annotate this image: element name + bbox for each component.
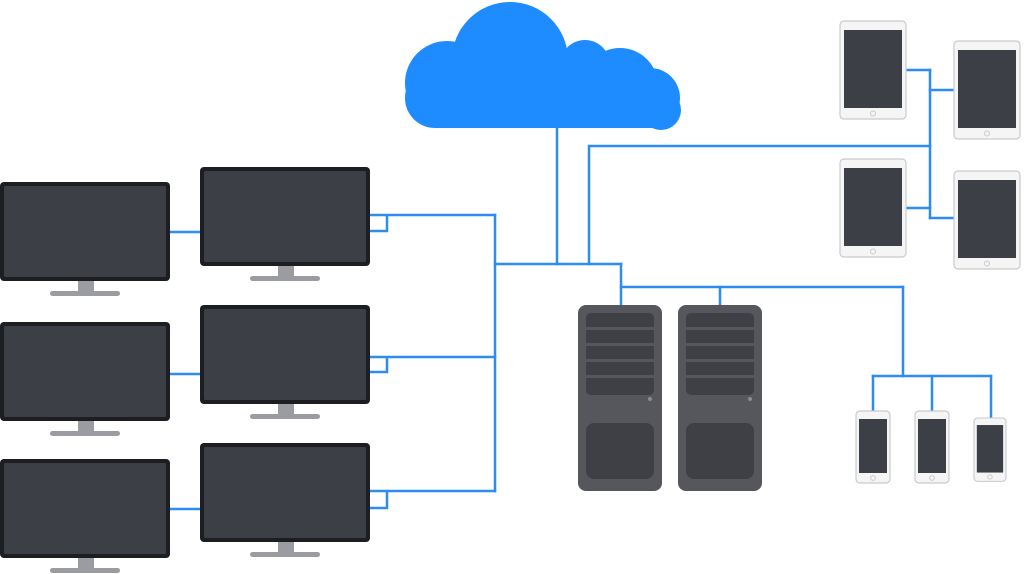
phone-icon <box>855 410 891 484</box>
tablet-icon <box>953 40 1021 140</box>
link-monitor-pair-1 <box>367 213 497 233</box>
monitor-icon <box>0 459 170 573</box>
link-monitor-pair-2 <box>367 355 497 374</box>
connection-lines <box>168 68 993 511</box>
tablet-icon <box>839 20 907 120</box>
tablet-icon <box>953 170 1021 270</box>
monitor-icon <box>0 322 170 436</box>
tablet-icon <box>839 158 907 258</box>
phone-group <box>855 410 1007 484</box>
monitor-icon <box>200 443 370 557</box>
monitor-group <box>0 167 370 573</box>
link-tablet-branch <box>587 144 932 266</box>
phone-icon <box>914 410 950 484</box>
cloud-icon <box>405 2 681 130</box>
phone-icon <box>973 417 1007 482</box>
server-tower-icon <box>678 305 762 491</box>
server-tower-icon <box>578 305 662 491</box>
link-server-bus <box>619 262 905 289</box>
monitor-icon <box>0 182 170 296</box>
server-group <box>578 305 762 491</box>
monitor-icon <box>200 167 370 281</box>
monitor-icon <box>200 305 370 419</box>
link-monitor-pair-3 <box>367 489 497 510</box>
